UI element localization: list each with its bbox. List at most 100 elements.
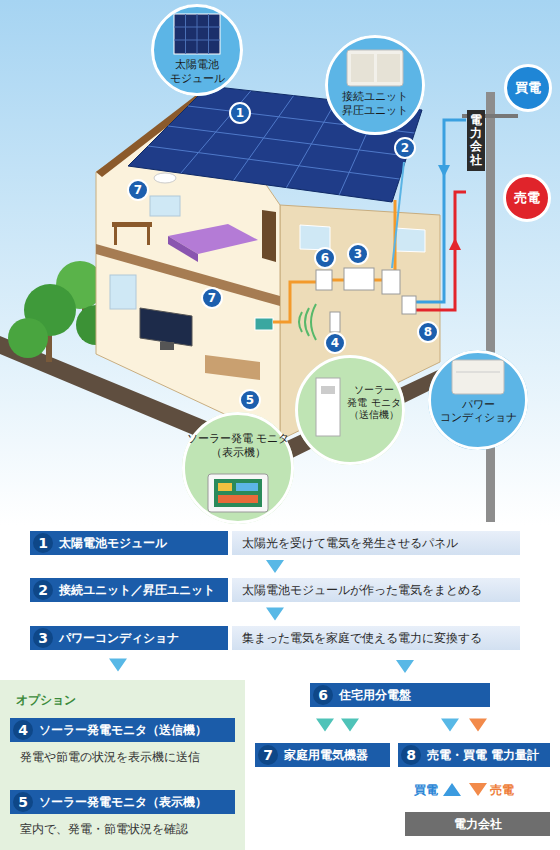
step-title: パワーコンディショナ — [59, 629, 179, 647]
step-title: 家庭用電気機器 — [284, 746, 368, 764]
callout-text: パワー コンディショナ — [433, 398, 523, 424]
monitor-icon — [236, 483, 258, 491]
step-number: 2 — [33, 580, 53, 600]
circle-text-box: パワー コンディショナ — [433, 398, 523, 424]
step-title-band: 8売電・買電 電力量計 — [398, 743, 550, 767]
signal-waves — [299, 304, 316, 340]
callout-disc — [151, 4, 528, 524]
solar-panel-icon — [174, 40, 220, 41]
step-number: 7 — [258, 745, 278, 765]
power-company-bar: 電力会社 — [405, 812, 550, 836]
house — [114, 227, 117, 245]
power-conditioner-icon — [456, 372, 500, 373]
flow-arrow — [443, 767, 461, 812]
house — [154, 173, 176, 183]
step-title-band: 7 家庭用電気機器 — [255, 743, 390, 767]
house — [330, 312, 340, 332]
circle-text-box: ソーラー 発電 モニタ （送信機） — [346, 384, 402, 422]
callout-number: 7 — [127, 179, 149, 201]
option-item: 5 ソーラー発電モニタ（表示機） 室内で、発電・節電状況を確認 — [10, 790, 235, 837]
house — [262, 210, 276, 262]
power-conditioner-icon — [452, 360, 504, 394]
callout-text: ソーラー発電 モニタ（表示機） — [185, 432, 291, 460]
flow-arrow — [469, 707, 487, 743]
callout-text: ソーラー 発電 モニタ （送信機） — [346, 384, 402, 422]
callout-number: 3 — [347, 243, 369, 265]
house — [160, 342, 174, 350]
circle-outline — [430, 352, 527, 449]
option-item: 4ソーラー発電モニタ（送信機） 発電や節電の状況を表示機に送信 — [10, 718, 235, 765]
solar-panel-icon — [174, 14, 220, 54]
sell-power-badge: 売電 — [503, 174, 551, 222]
trees — [8, 318, 48, 358]
option-title-band: 5 ソーラー発電モニタ（表示機） — [10, 790, 235, 814]
grid-wires — [416, 192, 466, 310]
flow-arrow — [396, 650, 414, 683]
circle-outline — [327, 37, 424, 134]
vertical-label: 電力会社 — [470, 114, 482, 167]
step-number: 1 — [33, 533, 53, 553]
house-wiring — [332, 279, 344, 282]
option-description: 発電や節電の状況を表示機に送信 — [20, 749, 235, 765]
house — [255, 318, 273, 330]
circle-outline — [325, 35, 425, 135]
monitor-icon — [218, 483, 232, 491]
panel-heading: オプション — [16, 692, 245, 708]
step-description-band: 太陽電池モジュールが作った電気をまとめる — [232, 578, 520, 602]
step-title: 太陽電池モジュール — [59, 534, 167, 552]
flow-arrow — [441, 707, 459, 743]
callout-number: 5 — [239, 389, 261, 411]
leader-line — [392, 162, 404, 268]
callout-disc — [182, 412, 294, 524]
grid-wires — [449, 238, 461, 250]
grid-wires — [416, 120, 466, 310]
step-number: 4 — [13, 720, 33, 740]
grid-wires — [438, 165, 450, 177]
callout-number: 4 — [324, 332, 346, 354]
flow-arrow — [341, 707, 359, 743]
circle-outline — [182, 412, 294, 524]
house-wiring — [374, 279, 382, 282]
monitor-icon — [214, 479, 262, 507]
power-conditioner-icon — [452, 360, 504, 394]
callout-text: 買電 — [504, 80, 552, 96]
connection-unit-icon — [347, 50, 403, 86]
flow-arrow — [109, 650, 127, 680]
solar-panel-icon — [208, 14, 209, 54]
solar-roof — [148, 146, 400, 179]
step-description-band: 太陽光を受けて電気を発生させるパネル — [232, 531, 520, 555]
equipment — [382, 270, 400, 294]
house — [205, 355, 260, 380]
transmitter-icon — [316, 378, 340, 436]
equipment — [316, 270, 332, 290]
monitor-icon — [208, 474, 268, 512]
step-title-band: 6住宅用分電盤 — [310, 683, 490, 707]
solar-panel-icon — [174, 27, 220, 28]
option-description: 室内で、発電・節電状況を確認 — [20, 821, 235, 837]
utility-pole — [462, 92, 518, 522]
part-callout-circle: 太陽電池 モジュール — [151, 4, 243, 96]
step-number: 3 — [33, 628, 53, 648]
callout-number: 6 — [314, 247, 336, 269]
circle-text-box: 接続ユニット 昇圧ユニット — [330, 90, 420, 118]
connection-unit-icon — [347, 50, 403, 86]
signal-waves — [305, 308, 309, 336]
house-wiring — [273, 282, 316, 322]
option-panel: オプション 4ソーラー発電モニタ（送信機） 発電や節電の状況を表示機に送信 5 ソーラー… — [0, 680, 245, 850]
step-title: 接続ユニット／昇圧ユニット — [59, 581, 215, 599]
option-title-band: 4ソーラー発電モニタ（送信機） — [10, 718, 235, 742]
step-description: 集まった電気を家庭で使える電力に変換する — [242, 630, 510, 646]
callout-disc — [428, 350, 528, 450]
callout-text: 太陽電池 モジュール — [155, 58, 239, 86]
callout-number: 2 — [394, 137, 416, 159]
step-number: 5 — [13, 792, 33, 812]
circle-text-box: 太陽電池 モジュール — [155, 58, 239, 86]
step-description: 太陽光を受けて電気を発生させるパネル — [242, 535, 510, 551]
step-title: ソーラー発電モニタ（表示機） — [39, 793, 207, 811]
part-callout-circle: ソーラー発電 モニタ（表示機） — [182, 412, 294, 524]
callout-number: 1 — [229, 102, 251, 124]
part-callout-circle: ソーラー 発電 モニタ （送信機） — [295, 355, 405, 465]
edge-label: 買電 — [414, 782, 438, 798]
grid-wires — [416, 120, 466, 302]
